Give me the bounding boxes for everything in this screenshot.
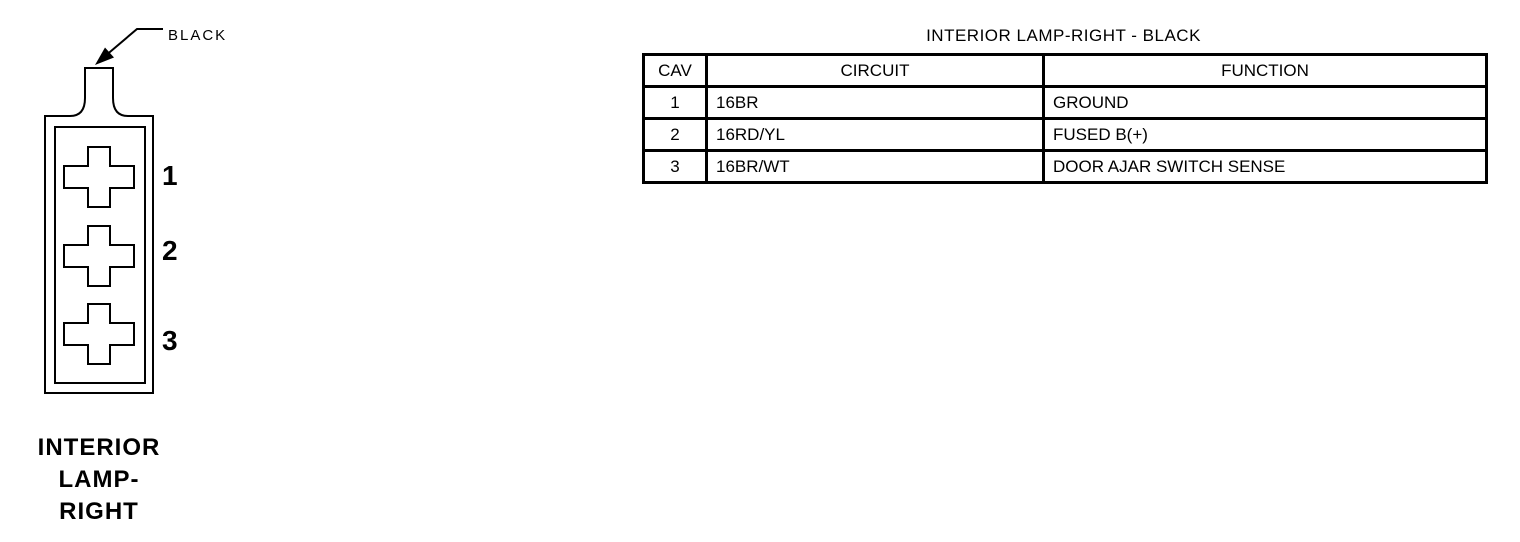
connector-diagram: BLACK 1 2 3 INTERIOR LAMP- RIGHT xyxy=(38,27,227,525)
col-header-circuit: CIRCUIT xyxy=(705,53,1045,88)
table-row: 2 16RD/YL FUSED B(+) xyxy=(642,117,1488,152)
cell-cav-1: 1 xyxy=(642,85,708,120)
connector-name-line-3: RIGHT xyxy=(59,498,139,525)
pin-number-2: 2 xyxy=(162,235,178,266)
pinout-section: INTERIOR LAMP-RIGHT - BLACK CAV CIRCUIT … xyxy=(642,26,1488,184)
terminal-cavity-2 xyxy=(63,225,135,287)
col-header-cav: CAV xyxy=(642,53,708,88)
cell-circuit-2: 16RD/YL xyxy=(705,117,1045,152)
connector-outline xyxy=(44,67,154,394)
table-header-row: CAV CIRCUIT FUNCTION xyxy=(642,53,1488,88)
connector-name-line-2: LAMP- xyxy=(59,466,140,493)
col-header-function: FUNCTION xyxy=(1042,53,1488,88)
cell-function-1: GROUND xyxy=(1042,85,1488,120)
table-row: 1 16BR GROUND xyxy=(642,85,1488,120)
leader-arrowhead-icon xyxy=(95,47,114,65)
terminal-cavity-3 xyxy=(63,303,135,365)
connector-inner-outline xyxy=(54,126,146,384)
cell-cav-3: 3 xyxy=(642,149,708,184)
pinout-table-title: INTERIOR LAMP-RIGHT - BLACK xyxy=(926,26,1201,45)
pin-number-1: 1 xyxy=(162,160,178,191)
connector-color-label: BLACK xyxy=(168,27,227,44)
cell-circuit-3: 16BR/WT xyxy=(705,149,1045,184)
table-row: 3 16BR/WT DOOR AJAR SWITCH SENSE xyxy=(642,149,1488,184)
terminal-cavity-1 xyxy=(63,146,135,208)
connector-name-line-1: INTERIOR xyxy=(38,434,161,461)
cell-cav-2: 2 xyxy=(642,117,708,152)
cell-function-2: FUSED B(+) xyxy=(1042,117,1488,152)
pin-number-3: 3 xyxy=(162,325,178,356)
leader-line xyxy=(103,28,163,58)
cell-function-3: DOOR AJAR SWITCH SENSE xyxy=(1042,149,1488,184)
cell-circuit-1: 16BR xyxy=(705,85,1045,120)
pinout-table: CAV CIRCUIT FUNCTION 1 16BR GROUND 2 16R… xyxy=(642,53,1488,184)
